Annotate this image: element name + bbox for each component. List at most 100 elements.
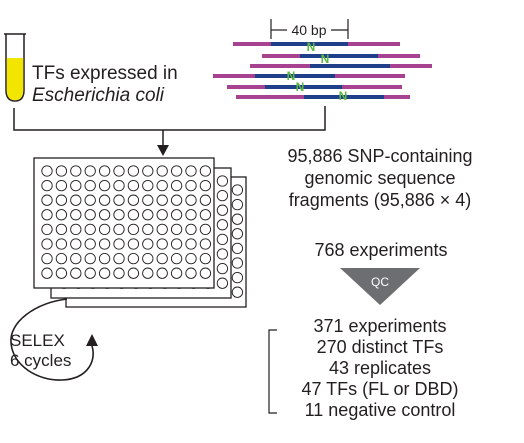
experiments-total: 768 experiments <box>314 240 447 260</box>
plate-well <box>70 179 82 192</box>
plate-well <box>216 233 229 246</box>
plate-well <box>113 252 125 265</box>
plate-well <box>142 194 154 206</box>
plate-well <box>127 267 140 279</box>
plate-well <box>156 238 168 250</box>
snp-marker: N <box>321 52 330 66</box>
dna-fragment <box>262 54 420 58</box>
plate-well <box>231 271 244 284</box>
plate-well <box>84 223 96 236</box>
snp-marker: N <box>287 69 296 83</box>
selex-label-line1: SELEX <box>10 331 65 350</box>
qc-label: QC <box>371 275 389 289</box>
plate-well <box>199 252 212 265</box>
plate-well <box>55 267 68 279</box>
dna-fragment <box>236 95 410 99</box>
plate-well <box>70 165 82 177</box>
dna-fragment <box>227 85 402 89</box>
plate-well <box>98 267 111 279</box>
plate-well <box>41 209 53 221</box>
length-label: 40 bp <box>291 22 326 38</box>
plate-well <box>84 194 96 206</box>
plate-well <box>199 194 212 206</box>
plate-well <box>113 223 125 236</box>
plate-well <box>199 223 212 236</box>
plate-well <box>216 204 229 216</box>
plate-well <box>170 179 183 192</box>
qc-triangle <box>340 268 420 305</box>
plate-well <box>98 194 111 206</box>
plate-well <box>127 194 140 206</box>
plate-well <box>113 238 125 250</box>
plate-well <box>156 179 168 192</box>
plate-well <box>156 165 168 177</box>
plate-well <box>199 267 212 279</box>
selex-label-line2: 6 cycles <box>10 351 71 370</box>
plate-well <box>231 286 244 298</box>
plate-well <box>199 209 212 221</box>
plate-well <box>185 209 197 221</box>
snp-marker: N <box>296 80 305 94</box>
plate-well <box>84 209 96 221</box>
dna-fragment <box>250 64 432 68</box>
plate-well <box>98 238 111 250</box>
snp-markers: N N N N N <box>287 40 348 103</box>
results-bracket <box>268 329 277 414</box>
plate-well <box>55 165 68 177</box>
plate-well <box>142 252 154 265</box>
plate-well <box>84 252 96 265</box>
plate-well <box>127 165 140 177</box>
plate-well <box>185 194 197 206</box>
plate-well <box>113 165 125 177</box>
plate-well <box>98 223 111 236</box>
plate-well <box>41 238 53 250</box>
plate-well <box>127 238 140 250</box>
plate-well <box>113 267 125 279</box>
merge-connector <box>13 106 326 146</box>
plate-well <box>216 277 229 289</box>
results-list: 371 experiments 270 distinct TFs 43 repl… <box>301 316 458 420</box>
cycle-arrowhead-icon <box>86 334 98 346</box>
tube-label-line1: TFs expressed in <box>32 63 178 84</box>
plate-well <box>216 262 229 275</box>
plate-well <box>84 165 96 177</box>
plate-well <box>156 209 168 221</box>
plate-well <box>199 165 212 177</box>
plate-well <box>170 238 183 250</box>
sequence-text-line3: fragments (95,886 × 4) <box>289 190 472 210</box>
snp-marker: N <box>339 89 348 103</box>
plate-well <box>185 267 197 279</box>
plate-well <box>98 165 111 177</box>
plate-well <box>142 223 154 236</box>
plate-well <box>170 267 183 279</box>
plate-well <box>55 194 68 206</box>
plate-well <box>185 165 197 177</box>
plate-well <box>41 267 53 279</box>
plate-well <box>55 179 68 192</box>
plate-well <box>55 252 68 265</box>
result-item: 270 distinct TFs <box>317 337 444 357</box>
plate-well <box>216 248 229 260</box>
plate-well <box>127 252 140 265</box>
snp-marker: N <box>307 40 316 54</box>
plate-well <box>41 223 53 236</box>
plate-well <box>98 209 111 221</box>
dna-fragments <box>213 42 432 99</box>
plate-well <box>156 194 168 206</box>
plate-well <box>113 209 125 221</box>
plate-well <box>142 179 154 192</box>
plate-well <box>185 179 197 192</box>
length-scale-bar <box>270 19 349 39</box>
result-item: 47 TFs (FL or DBD) <box>301 379 458 399</box>
plate-well <box>41 179 53 192</box>
plate-well <box>216 189 229 202</box>
down-arrow-icon <box>157 145 169 156</box>
plate-well <box>55 223 68 236</box>
plate-well <box>231 228 244 240</box>
plate-well <box>231 198 244 211</box>
plate-frame <box>33 157 215 289</box>
plate-well <box>156 223 168 236</box>
result-item: 371 experiments <box>313 316 446 336</box>
dna-fragment <box>213 74 405 78</box>
